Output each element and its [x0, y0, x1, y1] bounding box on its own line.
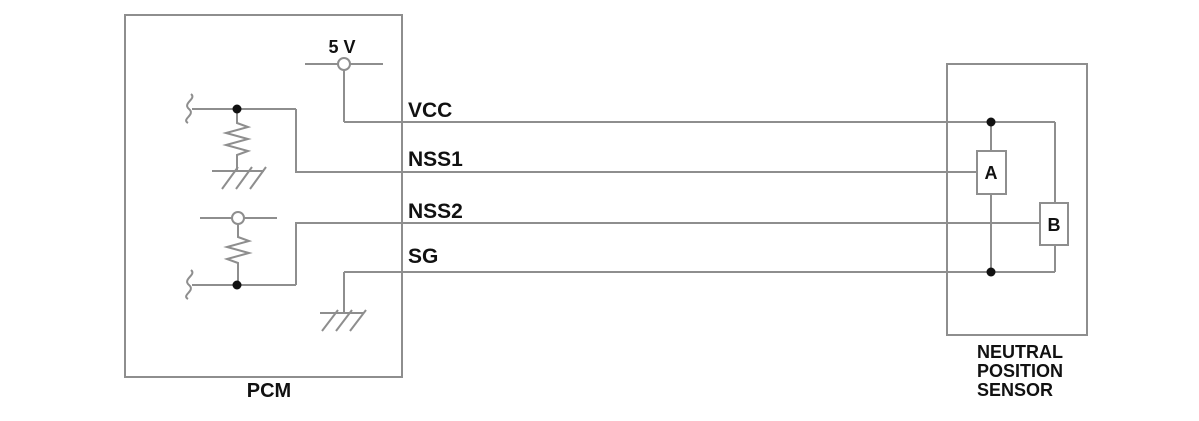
nss1-label: NSS1 [408, 148, 463, 171]
harness-wires: VCC NSS1 NSS2 SG [295, 99, 1055, 285]
sensor-box [946, 63, 1088, 336]
pcm-box [124, 14, 403, 378]
sensor-label-line-1: NEUTRAL [977, 342, 1063, 362]
junction-dot-3 [986, 117, 996, 127]
resistor-1 [222, 109, 252, 171]
wire-break-squiggle-1 [185, 93, 194, 124]
ground-hatch-1 [221, 166, 267, 190]
wire-nss2 [295, 222, 1040, 285]
component-a-label: A [985, 163, 998, 183]
terminal-circle-2 [231, 211, 245, 225]
component-a-box [976, 150, 1007, 195]
sensor-label: NEUTRAL POSITION SENSOR [977, 342, 1063, 400]
junction-dot-1 [232, 104, 242, 114]
component-b-box [1039, 202, 1069, 246]
sg-label: SG [408, 245, 438, 268]
supply-terminal-circle [337, 57, 351, 71]
sensor-label-line-3: SENSOR [977, 380, 1053, 400]
wire-break-squiggle-2 [185, 269, 194, 300]
ground-symbol-1 [212, 166, 267, 190]
supply-label: 5 V [328, 37, 355, 57]
component-b-label: B [1048, 215, 1061, 235]
ground-hatch-2 [321, 309, 367, 332]
resistor-2 [223, 224, 253, 285]
junction-dot-2 [232, 280, 242, 290]
vcc-label: VCC [408, 99, 452, 122]
pcm-module: 5 V [124, 14, 403, 402]
junction-dot-4 [986, 267, 996, 277]
sg-ground [320, 272, 367, 332]
neutral-position-sensor: A B NEUTRAL POSITION SENSOR [946, 63, 1088, 400]
nss2-label: NSS2 [408, 200, 463, 223]
pcm-circuit-nss1 [185, 93, 296, 190]
pcm-circuit-nss2 [185, 211, 296, 300]
wire-nss1 [295, 109, 977, 173]
sensor-label-line-2: POSITION [977, 361, 1063, 381]
pcm-label: PCM [247, 380, 291, 402]
supply-5v: 5 V [305, 37, 383, 122]
